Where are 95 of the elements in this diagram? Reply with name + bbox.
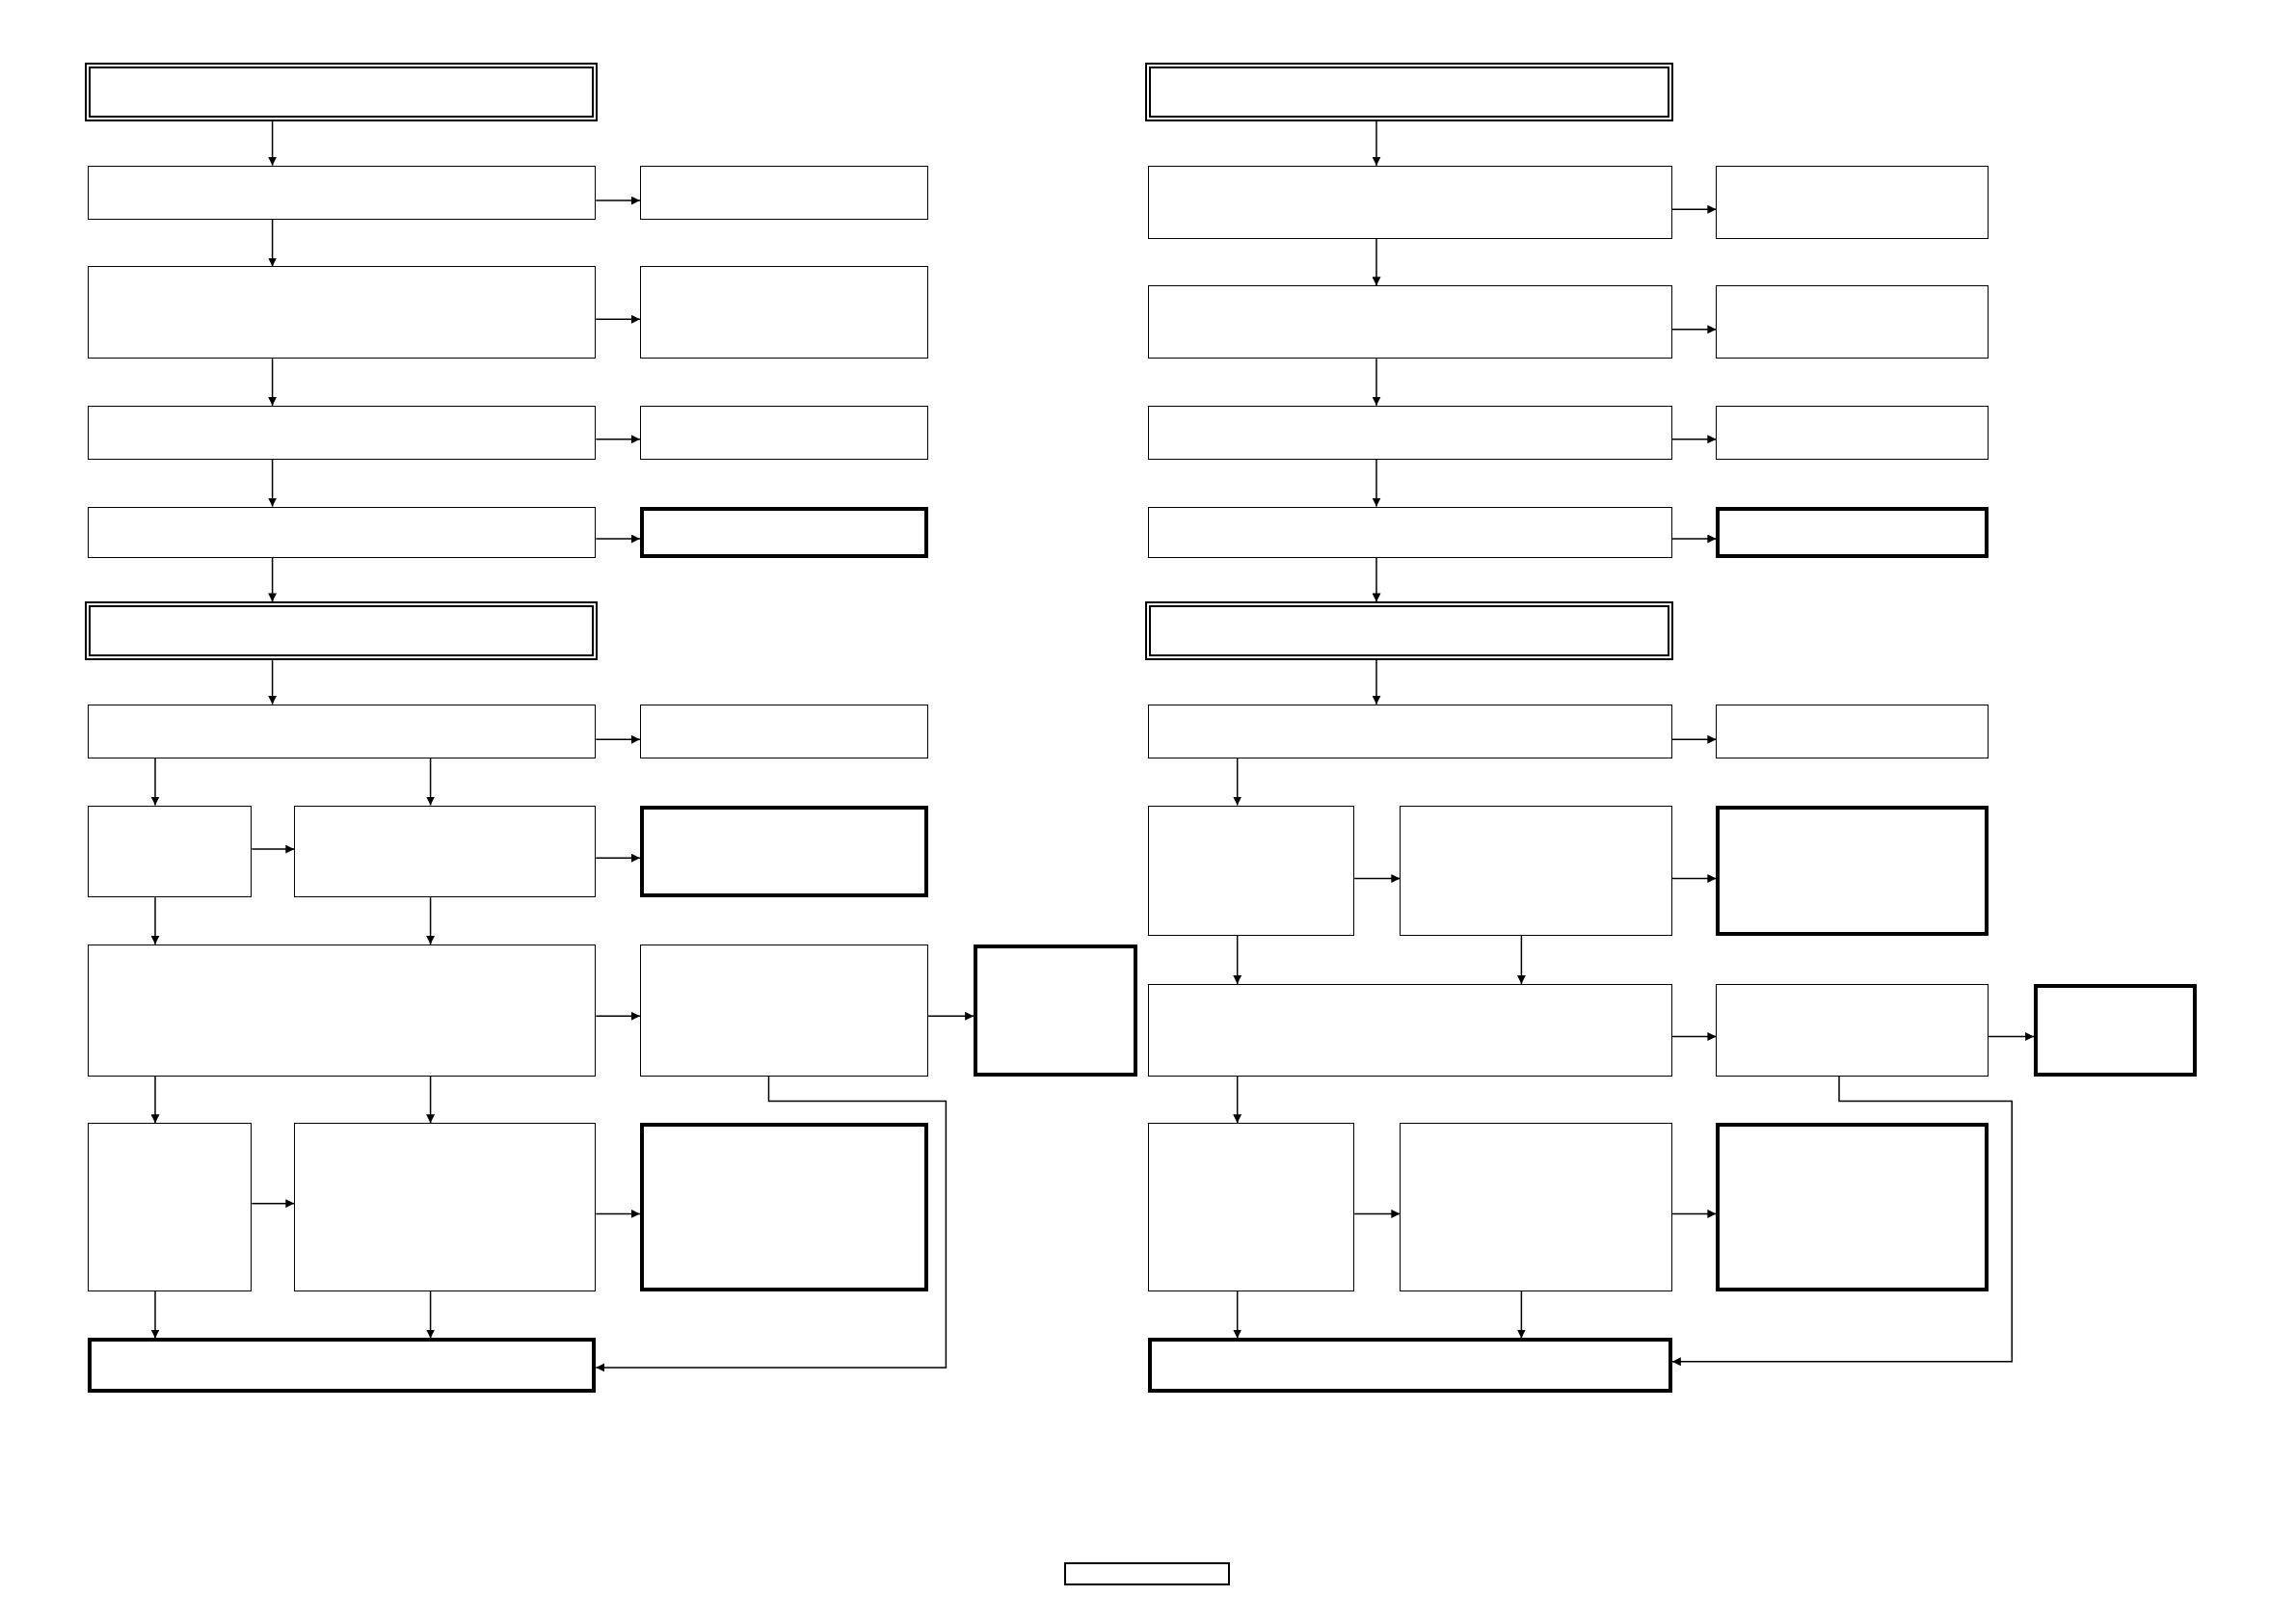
flow-box — [1148, 1338, 1672, 1393]
arrow — [1671, 1209, 1718, 1218]
arrow — [150, 1290, 160, 1340]
arrow — [1372, 358, 1381, 407]
arrow — [150, 1075, 160, 1124]
flow-box — [85, 601, 598, 661]
arrow — [595, 534, 641, 544]
arrow — [426, 1290, 436, 1340]
arrow — [1372, 120, 1381, 167]
flow-box — [1716, 1123, 1989, 1291]
flow-box — [1400, 1123, 1672, 1291]
flow-box — [1144, 601, 1674, 661]
arrow — [595, 1075, 948, 1372]
flow-box — [88, 944, 597, 1077]
flow-box — [1148, 805, 1355, 936]
flow-box — [1148, 1123, 1355, 1291]
arrow — [268, 358, 278, 407]
arrow — [1671, 734, 1718, 744]
arrow — [150, 758, 160, 807]
arrow — [268, 120, 278, 167]
arrow — [251, 1199, 296, 1209]
arrow — [595, 1011, 641, 1021]
flow-box — [88, 506, 597, 558]
arrow — [1353, 1209, 1402, 1218]
flow-box — [294, 1123, 597, 1291]
flow-box — [974, 944, 1138, 1077]
flow-box — [639, 1123, 929, 1291]
arrow — [268, 219, 278, 268]
flow-box — [639, 165, 929, 220]
flow-box — [1144, 63, 1674, 122]
arrow — [426, 1075, 436, 1124]
arrow — [595, 435, 641, 444]
arrow — [1372, 557, 1381, 603]
arrow — [1671, 1032, 1718, 1041]
flow-box — [1716, 165, 1989, 239]
flow-box — [1716, 805, 1989, 936]
arrow — [1671, 534, 1718, 544]
arrow — [595, 196, 641, 205]
flow-box — [1148, 165, 1672, 239]
arrow — [268, 659, 278, 705]
arrow — [1671, 1075, 2014, 1367]
flow-box — [1716, 704, 1989, 758]
flow-box — [1064, 1561, 1231, 1586]
flow-box — [1148, 285, 1672, 359]
flow-box — [88, 266, 597, 359]
arrow — [1372, 459, 1381, 508]
flow-box — [85, 63, 598, 122]
arrow — [1372, 237, 1381, 286]
flow-box — [88, 1123, 253, 1291]
arrow — [426, 896, 436, 945]
flow-box — [1716, 285, 1989, 359]
flow-box — [639, 944, 929, 1077]
arrow — [595, 853, 641, 863]
flow-box — [639, 805, 929, 898]
arrow — [268, 557, 278, 603]
flow-box — [1716, 983, 1989, 1077]
arrow — [1233, 1290, 1242, 1340]
arrow — [1516, 934, 1526, 985]
flow-box — [1400, 805, 1672, 936]
arrow — [595, 734, 641, 744]
flow-box — [1716, 506, 1989, 558]
arrow — [1671, 435, 1718, 444]
arrow — [1372, 659, 1381, 705]
flow-box — [639, 704, 929, 758]
arrow — [1353, 874, 1402, 883]
arrow — [426, 758, 436, 807]
arrow — [268, 459, 278, 508]
flow-box — [639, 405, 929, 460]
flow-box — [639, 266, 929, 359]
flow-box — [88, 1338, 597, 1393]
arrow — [1233, 758, 1242, 807]
flow-box — [1716, 405, 1989, 460]
flow-box — [2034, 983, 2197, 1077]
flow-box — [1148, 405, 1672, 460]
flow-box — [294, 805, 597, 898]
flow-box — [88, 165, 597, 220]
flow-box — [88, 805, 253, 898]
arrow — [595, 1209, 641, 1218]
flow-box — [88, 405, 597, 460]
flow-box — [88, 704, 597, 758]
flow-box — [1148, 506, 1672, 558]
arrow — [1233, 1075, 1242, 1124]
flow-box — [639, 506, 929, 558]
arrow — [1671, 325, 1718, 334]
arrow — [1988, 1032, 2035, 1041]
arrow — [1516, 1290, 1526, 1340]
arrow — [1233, 934, 1242, 985]
arrow — [251, 844, 296, 854]
arrow — [595, 314, 641, 324]
arrow — [927, 1011, 974, 1021]
arrow — [150, 896, 160, 945]
flow-box — [1148, 983, 1672, 1077]
arrow — [1671, 204, 1718, 214]
flow-box — [1148, 704, 1672, 758]
arrow — [1671, 874, 1718, 883]
